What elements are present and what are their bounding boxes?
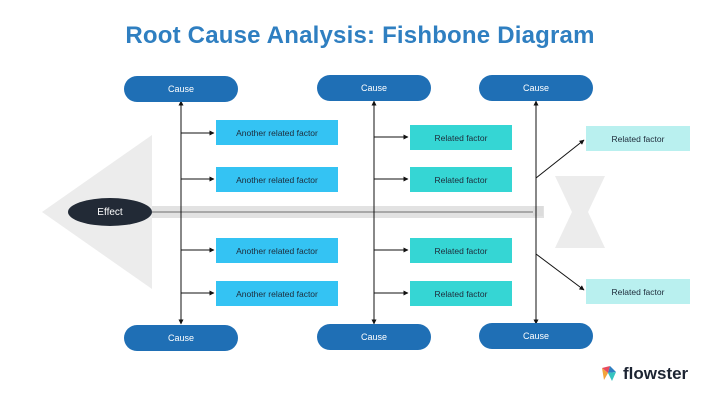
factor-col2-top-2: Related factor bbox=[410, 167, 512, 192]
page-title: Root Cause Analysis: Fishbone Diagram bbox=[125, 22, 595, 49]
factor-col2-top-1: Related factor bbox=[410, 125, 512, 150]
cause-top-3: Cause bbox=[479, 75, 593, 101]
factor-col2-bottom-2: Related factor bbox=[410, 281, 512, 306]
factor-col3-top-1: Related factor bbox=[586, 126, 690, 151]
cause-top-2: Cause bbox=[317, 75, 431, 101]
fish-tail-shape bbox=[555, 176, 605, 248]
factor-col3-bottom-1: Related factor bbox=[586, 279, 690, 304]
cause-top-1: Cause bbox=[124, 76, 238, 102]
spine-end-square bbox=[533, 206, 543, 216]
effect-node: Effect bbox=[68, 198, 152, 226]
cause-bottom-1: Cause bbox=[124, 325, 238, 351]
cause-bottom-3: Cause bbox=[479, 323, 593, 349]
arrow-col3-top bbox=[535, 139, 585, 179]
arrow-col3-bottom bbox=[535, 253, 585, 291]
brand-logo: flowster bbox=[598, 362, 688, 386]
factor-col1-bottom-2: Another related factor bbox=[216, 281, 338, 306]
factor-col1-bottom-1: Another related factor bbox=[216, 238, 338, 263]
factor-col1-top-2: Another related factor bbox=[216, 167, 338, 192]
flowster-logo-icon bbox=[602, 366, 616, 381]
cause-bottom-2: Cause bbox=[317, 324, 431, 350]
factor-col2-bottom-1: Related factor bbox=[410, 238, 512, 263]
brand-name: flowster bbox=[623, 364, 689, 383]
factor-col1-top-1: Another related factor bbox=[216, 120, 338, 145]
